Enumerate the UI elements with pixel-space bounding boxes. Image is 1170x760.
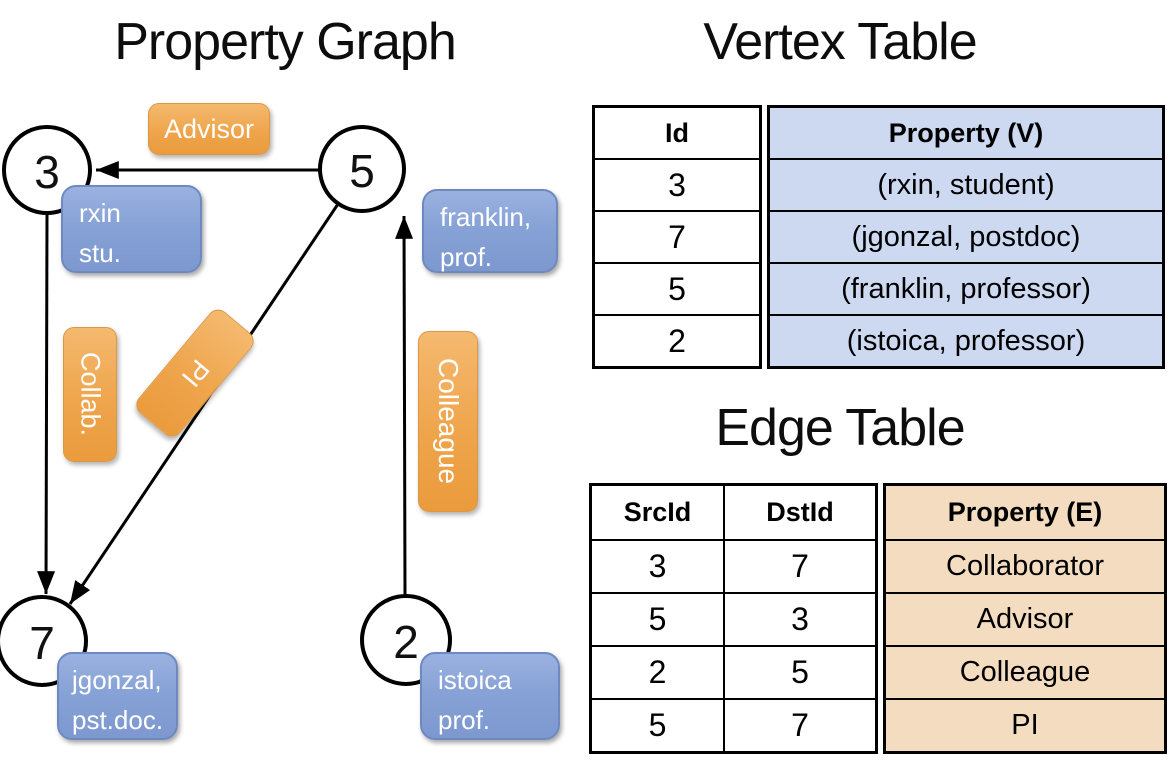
edge-property-cell: Colleague [886,645,1164,698]
vertex-property-cell: (rxin, student) [770,158,1162,210]
node-3-property-box: rxin stu. [61,185,202,273]
edge-label-collab: Collab. [63,327,117,462]
edge-srcid-cell: 3 [592,539,723,592]
vertex-property-cell: (istoica, professor) [770,314,1162,366]
node-7-property-line1: jgonzal, [72,665,162,695]
vertex-id-header: Id [665,117,689,148]
edge-label-collab-text: Collab. [75,352,106,437]
node-2-property-box: istoica prof. [420,652,560,740]
edge-srcid-cell: 5 [592,698,723,751]
edge-dstid-header: DstId [723,486,875,539]
edge-dstid-cell: 7 [723,539,875,592]
vertex-property-cell: (jgonzal, postdoc) [770,210,1162,262]
vertex-property-header: Property (V) [770,108,1162,158]
edge-label-advisor: Advisor [148,103,270,155]
node-5-property-line2: prof. [440,242,493,272]
vertex-property-cell: (franklin, professor) [770,262,1162,314]
vertex-table-title: Vertex Table [703,13,977,71]
node-7-property-line2: pst.doc. [72,705,164,735]
edge-property-cell: PI [886,698,1164,751]
edge-property-cell: Advisor [886,592,1164,645]
edge-label-colleague-text: Colleague [433,358,464,485]
node-2-id: 2 [393,616,419,668]
node-3-id: 3 [34,146,60,198]
edge-srcid-cell: 5 [592,592,723,645]
node-3-property-line1: rxin [79,198,121,228]
edge-srcid-header: SrcId [623,497,692,527]
node-7-id: 7 [29,617,55,669]
edge-table-property-column: Property (E) Collaborator Advisor Collea… [883,483,1167,754]
property-graph-title: Property Graph [114,13,457,71]
edge-colleague-2-to-5 [395,215,414,597]
vertex-table-id-column: Id 3 7 5 2 [592,105,762,369]
edge-dstid-cell: 3 [723,592,875,645]
node-2-property-line1: istoica [438,665,512,695]
edge-label-advisor-text: Advisor [163,113,255,144]
edge-table-id-columns: SrcId DstId 3 7 5 3 2 5 5 7 [589,483,878,754]
edge-table-title: Edge Table [715,399,965,457]
edge-property-cell: Collaborator [886,539,1164,592]
edge-dstid-cell: 5 [723,645,875,698]
vertex-table: Id 3 7 5 2 Property (V) (rxin, student) … [592,105,1165,369]
edge-srcid-cell: 2 [592,645,723,698]
node-5-property-line1: franklin, [440,202,532,232]
node-3-property-line2: stu. [79,238,121,268]
vertex-table-property-column: Property (V) (rxin, student) (jgonzal, p… [767,105,1165,369]
edge-label-colleague: Colleague [418,331,478,512]
edge-table: SrcId DstId 3 7 5 3 2 5 5 7 Property (E)… [589,483,1167,754]
edge-collab-3-to-7 [37,213,56,595]
vertex-id-cell: 3 [595,158,759,210]
node-7-property-box: jgonzal, pst.doc. [57,652,178,740]
node-5-id: 5 [349,145,375,197]
vertex-id-cell: 5 [595,262,759,314]
node-2-property-line2: prof. [438,705,491,735]
edge-label-pi-text: PI [175,353,216,393]
edge-property-header: Property (E) [886,486,1164,539]
edge-dstid-cell: 7 [723,698,875,751]
node-5-property-box: franklin, prof. [422,189,558,273]
vertex-id-cell: 7 [595,210,759,262]
vertex-id-cell: 2 [595,314,759,366]
